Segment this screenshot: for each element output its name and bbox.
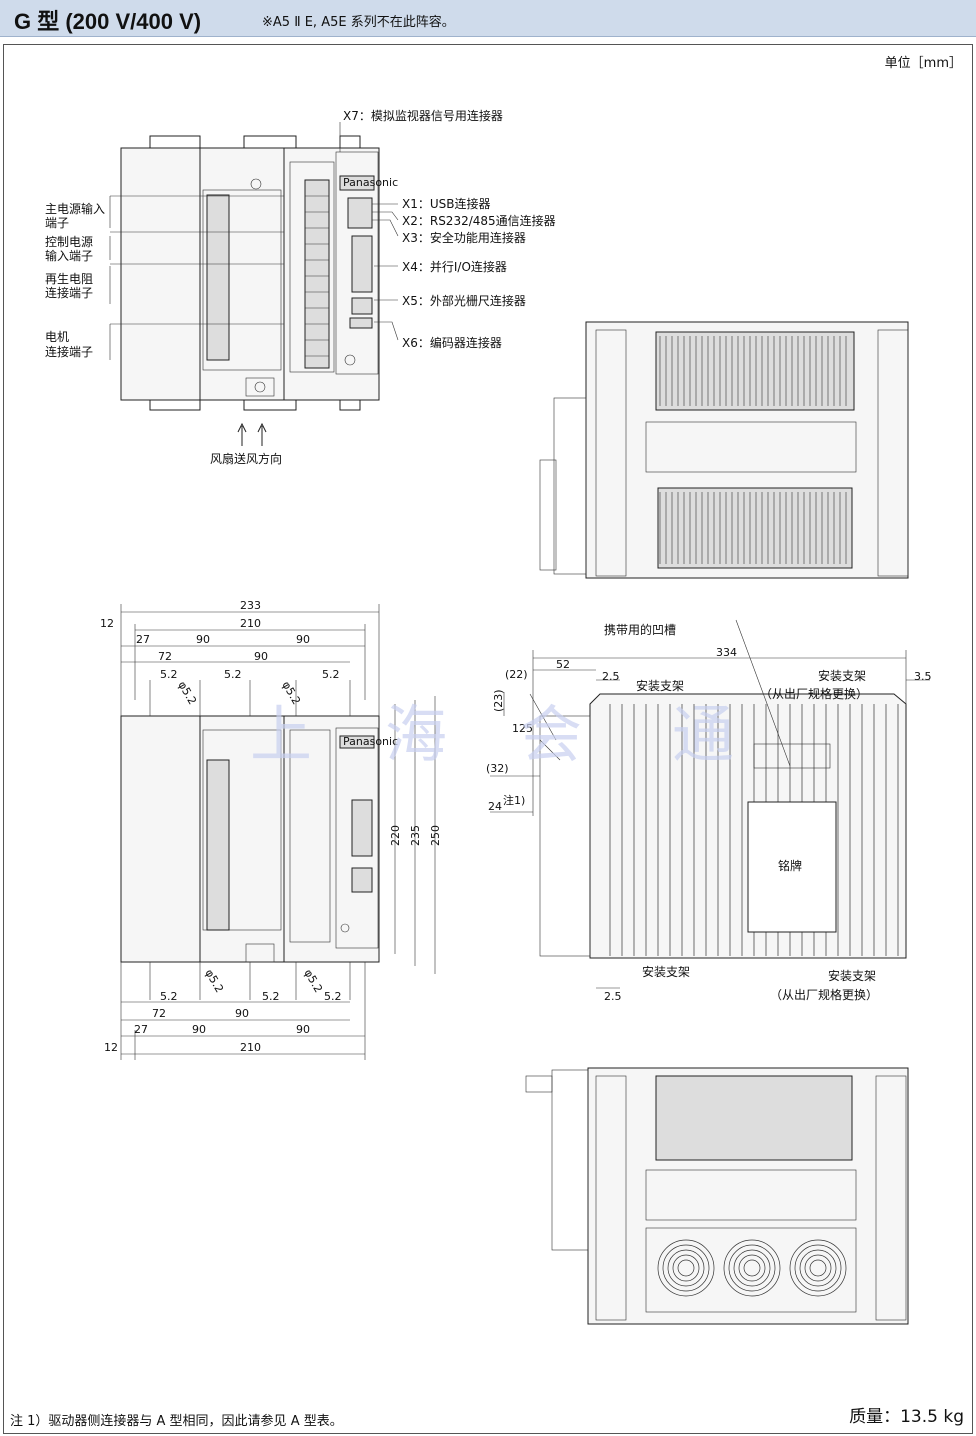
airflow-arrows — [237, 422, 267, 446]
dim-24: 24 — [488, 800, 502, 813]
dim-52-c: 5.2 — [322, 668, 340, 681]
title-note: ※A5 Ⅱ E, A5E 系列不在此阵容。 — [262, 15, 455, 30]
label-control-power-1: 控制电源 — [45, 235, 93, 249]
dim-72-top: 72 — [158, 650, 172, 663]
label-motor-2: 连接端子 — [45, 344, 93, 359]
label-x2: X2：RS232/485通信连接器 — [402, 213, 556, 228]
side-view-bottom — [525, 1067, 909, 1325]
dim-2-5-bottom: 2.5 — [604, 990, 622, 1003]
label-regen-1: 再生电阻 — [45, 272, 93, 286]
label-bracket-top-left: 安装支架 — [636, 678, 684, 693]
label-main-power-2: 端子 — [45, 216, 69, 230]
brand-logo: Panasonic — [343, 176, 398, 189]
dim-125: 125 — [512, 722, 533, 735]
label-main-power-1: 主电源输入 — [45, 201, 105, 216]
watermark-char-2: 海 — [385, 698, 447, 771]
dim-52-a: 5.2 — [160, 668, 178, 681]
dim-210-bottom: 210 — [240, 1041, 261, 1054]
label-swap-note-top: （从出厂规格更换） — [760, 686, 868, 701]
label-x5: X5：外部光栅尺连接器 — [402, 293, 526, 308]
watermark-char-3: 会 — [520, 698, 582, 771]
dim-52-side: 52 — [556, 658, 570, 671]
drawing-frame — [3, 44, 973, 1434]
label-x7: X7：模拟监视器信号用连接器 — [343, 108, 503, 123]
dim-235: 235 — [409, 825, 422, 846]
label-bracket-bottom-left: 安装支架 — [642, 964, 690, 979]
label-x1: X1：USB连接器 — [402, 196, 491, 211]
dim-90-f: 90 — [296, 1023, 310, 1036]
mass-label: 质量：13.5 kg — [849, 1407, 964, 1427]
dim-210-top: 210 — [240, 617, 261, 630]
unit-label: 单位［mm］ — [884, 56, 962, 71]
dim-52-d: 5.2 — [160, 990, 178, 1003]
dim-233: 233 — [240, 599, 261, 612]
label-nameplate: 铭牌 — [778, 858, 802, 873]
side-view-dimensioned: 铭牌 携带用的凹槽 334 52 2.5 (22) (23) 125 (32) … — [250, 619, 932, 1003]
front-view-dimensioned: Panasonic 233 210 12 27 90 90 72 90 — [100, 599, 442, 1060]
dim-90-a: 90 — [196, 633, 210, 646]
dim-phi-a: φ5.2 — [175, 679, 199, 707]
dim-334: 334 — [716, 646, 737, 659]
dim-phi-c: φ5.2 — [202, 967, 226, 995]
dim-2-5-top: 2.5 — [602, 670, 620, 683]
dim-27-top: 27 — [136, 633, 150, 646]
dim-22: (22) — [505, 668, 528, 681]
dim-12-top: 12 — [100, 617, 114, 630]
label-x3: X3：安全功能用连接器 — [402, 230, 526, 245]
label-groove: 携带用的凹槽 — [604, 622, 676, 637]
brand-logo-2: Panasonic — [343, 735, 398, 748]
dim-90-e: 90 — [192, 1023, 206, 1036]
side-view-top — [539, 321, 909, 579]
dim-90-c: 90 — [254, 650, 268, 663]
label-x4: X4：并行I/O连接器 — [402, 259, 507, 274]
dim-90-d: 90 — [235, 1007, 249, 1020]
dim-27-bottom: 27 — [134, 1023, 148, 1036]
watermark-char-1: 上 — [250, 698, 312, 771]
label-x6: X6：编码器连接器 — [402, 335, 502, 350]
label-control-power-2: 输入端子 — [45, 248, 93, 263]
footnote: 注 1）驱动器侧连接器与 A 型相同，因此请参见 A 型表。 — [10, 1414, 343, 1429]
label-motor-1: 电机 — [45, 330, 69, 344]
label-regen-2: 连接端子 — [45, 285, 93, 300]
page-header: G 型 (200 V/400 V) ※A5 Ⅱ E, A5E 系列不在此阵容。 — [0, 0, 976, 37]
dim-52-b: 5.2 — [224, 668, 242, 681]
label-bracket-top-right: 安装支架 — [818, 668, 866, 683]
dim-250: 250 — [429, 825, 442, 846]
dim-32: (32) — [486, 762, 509, 775]
dim-52-f: 5.2 — [324, 990, 342, 1003]
front-view-top: Panasonic X7：模拟监视器信号用连接器 X1：USB连 — [45, 108, 556, 466]
dim-12-bottom: 12 — [104, 1041, 118, 1054]
dim-23: (23) — [492, 689, 505, 712]
dim-phi-d: φ5.2 — [301, 967, 325, 995]
dim-3-5: 3.5 — [914, 670, 932, 683]
dim-90-b: 90 — [296, 633, 310, 646]
label-airflow: 风扇送风方向 — [210, 451, 282, 466]
label-bracket-bottom-right: 安装支架 — [828, 968, 876, 983]
page-title: G 型 (200 V/400 V) — [14, 9, 202, 34]
dim-220: 220 — [389, 825, 402, 846]
dim-24-note: 注1) — [503, 793, 525, 807]
dim-52-e: 5.2 — [262, 990, 280, 1003]
label-swap-note-bottom: （从出厂规格更换） — [770, 987, 878, 1002]
dim-72-bottom: 72 — [152, 1007, 166, 1020]
watermark-char-4: 通 — [672, 698, 734, 771]
